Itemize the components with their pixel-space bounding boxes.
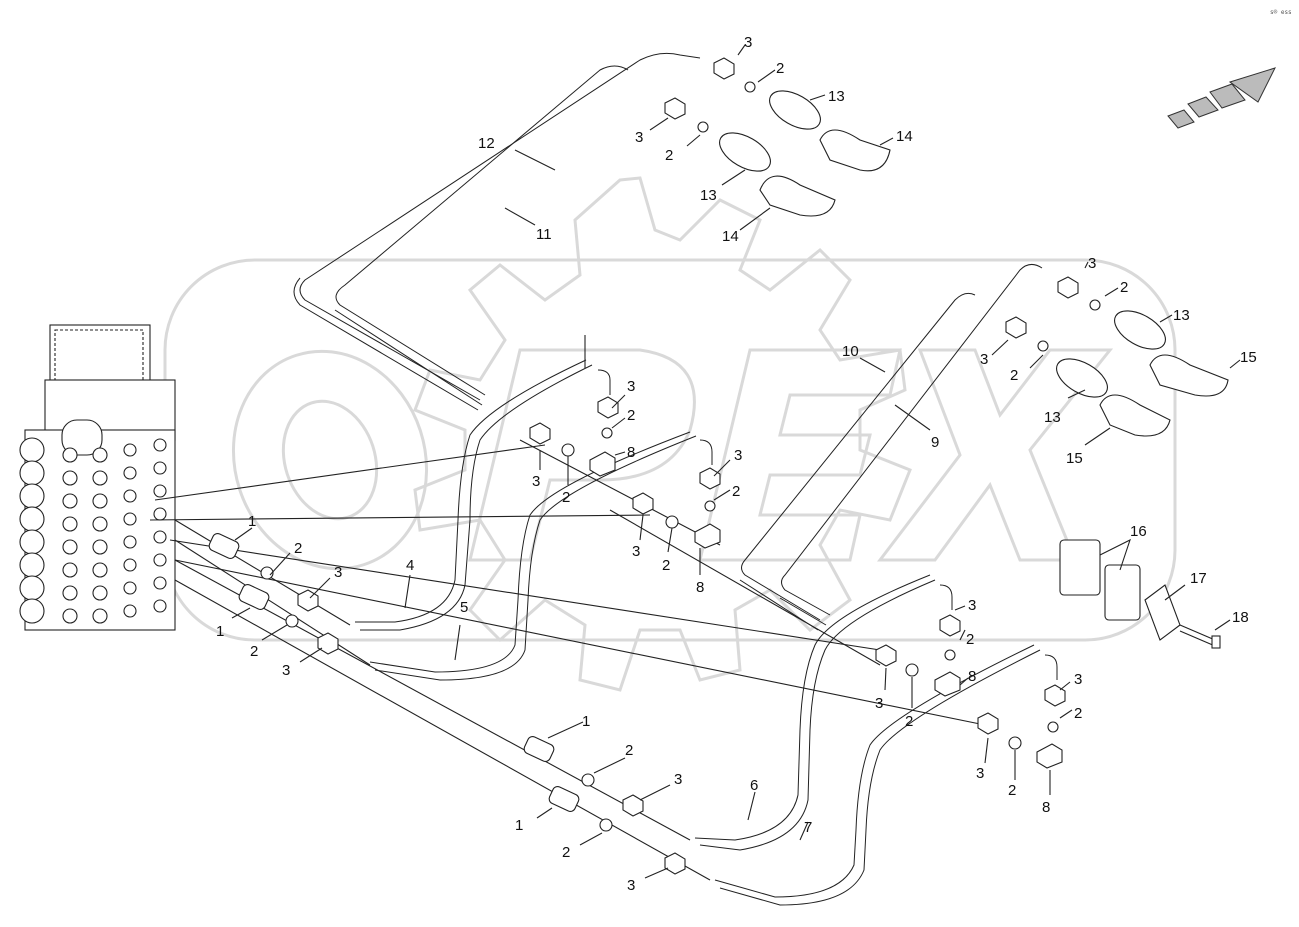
callout-8: 8 <box>1042 799 1050 816</box>
callout-1: 1 <box>582 713 590 730</box>
leader-lines <box>231 44 1241 879</box>
callout-1: 1 <box>216 623 224 640</box>
callout-3: 3 <box>334 564 342 581</box>
callout-1: 1 <box>248 513 256 530</box>
callout-8: 8 <box>627 444 635 461</box>
tube-clamp <box>1059 539 1221 649</box>
callout-3: 3 <box>976 765 984 782</box>
callout-3: 3 <box>674 771 682 788</box>
corner-mark: s® ess <box>1270 9 1292 16</box>
callout-3: 3 <box>875 695 883 712</box>
callout-5: 5 <box>460 599 468 616</box>
callout-14: 14 <box>896 128 913 145</box>
callout-7: 7 <box>804 819 812 836</box>
callout-2: 2 <box>1008 782 1016 799</box>
opex-watermark <box>163 176 1177 692</box>
callout-9: 9 <box>931 434 939 451</box>
callout-3: 3 <box>627 877 635 894</box>
callout-3: 3 <box>1088 255 1096 272</box>
callout-8: 8 <box>968 668 976 685</box>
callout-2: 2 <box>905 713 913 730</box>
callout-labels: 1 2 3 4 5 1 2 3 1 2 3 6 1 2 3 7 3 2 8 3 … <box>216 34 1257 894</box>
callout-13: 13 <box>1173 307 1190 324</box>
callout-2: 2 <box>294 540 302 557</box>
callout-2: 2 <box>625 742 633 759</box>
callout-2: 2 <box>1120 279 1128 296</box>
callout-15: 15 <box>1066 450 1083 467</box>
callout-12: 12 <box>478 135 495 152</box>
callout-8: 8 <box>696 579 704 596</box>
callout-2: 2 <box>1074 705 1082 722</box>
callout-13: 13 <box>828 88 845 105</box>
callout-14: 14 <box>722 228 739 245</box>
callout-2: 2 <box>250 643 258 660</box>
callout-4: 4 <box>406 557 414 574</box>
callout-13: 13 <box>1044 409 1061 426</box>
callout-1: 1 <box>515 817 523 834</box>
callout-15: 15 <box>1240 349 1257 366</box>
callout-3: 3 <box>980 351 988 368</box>
control-valve-block <box>19 324 176 631</box>
callout-11: 11 <box>536 226 552 243</box>
quick-couplings <box>719 90 1166 398</box>
callout-3: 3 <box>627 378 635 395</box>
callout-3: 3 <box>968 597 976 614</box>
callout-3: 3 <box>632 543 640 560</box>
fittings <box>208 57 1101 875</box>
callout-2: 2 <box>665 147 673 164</box>
callout-2: 2 <box>562 489 570 506</box>
callout-2: 2 <box>562 844 570 861</box>
callout-3: 3 <box>744 34 752 51</box>
callout-18: 18 <box>1232 609 1249 626</box>
callout-2: 2 <box>662 557 670 574</box>
dust-caps <box>759 129 1229 437</box>
callout-13: 13 <box>700 187 717 204</box>
callout-2: 2 <box>1010 367 1018 384</box>
callout-6: 6 <box>750 777 758 794</box>
callout-10: 10 <box>842 343 859 360</box>
callout-2: 2 <box>776 60 784 77</box>
callout-3: 3 <box>734 447 742 464</box>
callout-16: 16 <box>1130 523 1147 540</box>
callout-2: 2 <box>627 407 635 424</box>
callout-2: 2 <box>732 483 740 500</box>
callout-2: 2 <box>966 631 974 648</box>
callout-3: 3 <box>1074 671 1082 688</box>
callout-17: 17 <box>1190 570 1207 587</box>
callout-3: 3 <box>635 129 643 146</box>
callout-3: 3 <box>282 662 290 679</box>
direction-arrow-icon <box>1167 67 1276 129</box>
callout-3: 3 <box>532 473 540 490</box>
